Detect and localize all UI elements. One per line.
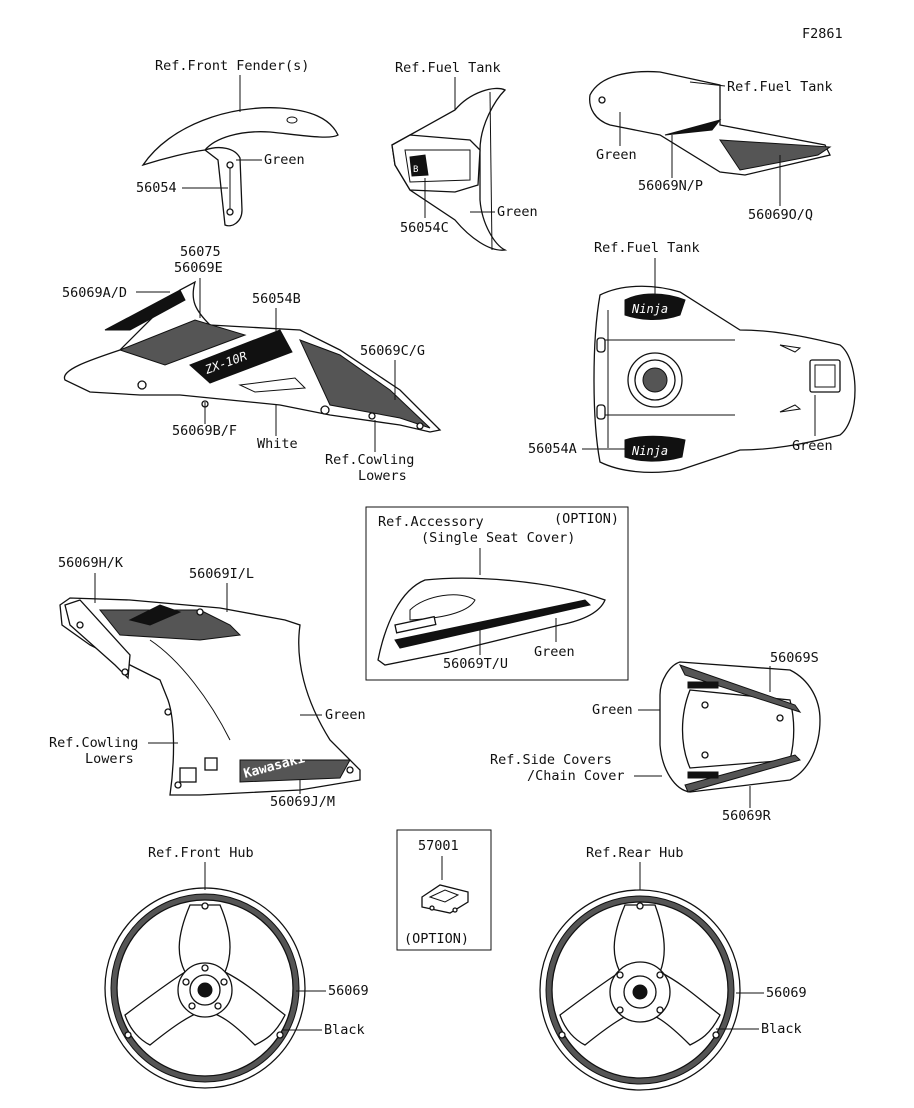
label-single-seat-cover: (Single Seat Cover) — [421, 530, 575, 546]
label-green-tail: Green — [592, 702, 633, 718]
fuel-tank-cover: B — [391, 87, 508, 251]
fuel-tank-top: Ninja Ninja — [593, 285, 856, 474]
label-56069OQ: 56069O/Q — [748, 207, 813, 223]
label-ref-front-hub: Ref.Front Hub — [148, 845, 254, 861]
middle-cowl: Kawasaki — [59, 597, 361, 796]
label-56069-rear: 56069 — [766, 985, 807, 1001]
svg-text:B: B — [413, 165, 418, 175]
label-56069-front: 56069 — [328, 983, 369, 999]
label-green-side-cover: Green — [596, 147, 637, 163]
tail-cowl — [659, 661, 821, 793]
label-option-2: (OPTION) — [404, 931, 469, 947]
accessory-box — [365, 506, 629, 681]
label-ref-side-covers-b: /Chain Cover — [527, 768, 625, 784]
upper-side-cowl: ZX-10R — [63, 280, 442, 433]
label-green-tank-top: Green — [792, 438, 833, 454]
label-ref-cowling-lowers-2a: Ref.Cowling — [49, 735, 138, 751]
decal-ninja-bottom: Ninja — [631, 444, 668, 458]
front-wheel — [104, 887, 306, 1089]
label-56069CG: 56069C/G — [360, 343, 425, 359]
label-black-front: Black — [324, 1022, 365, 1038]
label-green-seat-cover: Green — [534, 644, 575, 660]
label-57001: 57001 — [418, 838, 459, 854]
accessory-part-57001 — [421, 884, 469, 914]
label-56069S: 56069S — [770, 650, 819, 666]
decal-ninja-top: Ninja — [631, 302, 668, 316]
tank-side-cover — [589, 70, 832, 176]
label-ref-rear-hub: Ref.Rear Hub — [586, 845, 684, 861]
front-fender — [141, 107, 339, 227]
label-56054A: 56054A — [528, 441, 577, 457]
label-white: White — [257, 436, 298, 452]
figure-code: F2861 — [802, 26, 843, 42]
label-56075: 56075 — [180, 244, 221, 260]
label-ref-side-covers-a: Ref.Side Covers — [490, 752, 612, 768]
label-56069BF: 56069B/F — [172, 423, 237, 439]
option-box — [396, 829, 492, 951]
label-56069HK: 56069H/K — [58, 555, 124, 571]
label-56054B: 56054B — [252, 291, 301, 307]
label-ref-cowling-lowers-1a: Ref.Cowling — [325, 452, 414, 468]
label-green-fender: Green — [264, 152, 305, 168]
label-black-rear: Black — [761, 1021, 802, 1037]
label-56054: 56054 — [136, 180, 177, 196]
label-ref-front-fender: Ref.Front Fender(s) — [155, 58, 309, 74]
label-ref-accessory: Ref.Accessory — [378, 514, 484, 530]
single-seat-cover — [377, 577, 606, 666]
label-ref-cowling-lowers-1b: Lowers — [358, 468, 407, 484]
label-56069IL: 56069I/L — [189, 566, 254, 582]
label-ref-cowling-lowers-2b: Lowers — [85, 751, 134, 767]
label-56069AD: 56069A/D — [62, 285, 127, 301]
label-ref-fuel-tank-3: Ref.Fuel Tank — [594, 240, 700, 256]
label-56069TU: 56069T/U — [443, 656, 508, 672]
label-56069E: 56069E — [174, 260, 223, 276]
label-green-tank-cover: Green — [497, 204, 538, 220]
rear-wheel — [539, 889, 741, 1091]
label-56054C: 56054C — [400, 220, 449, 236]
label-56069R: 56069R — [722, 808, 772, 824]
label-ref-fuel-tank-1: Ref.Fuel Tank — [395, 60, 501, 76]
label-ref-fuel-tank-2: Ref.Fuel Tank — [727, 79, 833, 95]
label-56069NP: 56069N/P — [638, 178, 703, 194]
label-green-cowl: Green — [325, 707, 366, 723]
label-option-1: (OPTION) — [554, 511, 619, 527]
label-56069JM: 56069J/M — [270, 794, 335, 810]
